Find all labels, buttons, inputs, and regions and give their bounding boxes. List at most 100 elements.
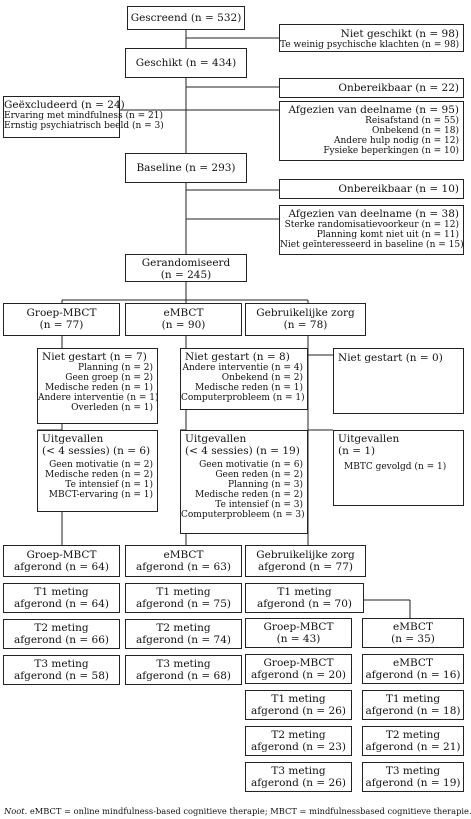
notstarted-mbct-reason-3: Medische reden (n = 1) — [44, 383, 153, 393]
box-arm-usual: Gebruikelijke zorg (n = 78) — [245, 303, 366, 336]
notstarted-embct-reason-3: Medische reden (n = 1) — [194, 383, 303, 393]
box-not-suitable: Niet geschikt (n = 98) Te weinig psychis… — [279, 24, 464, 52]
dropout-embct-reason-5: Te intensief (n = 3) — [215, 500, 303, 510]
box-notstarted-usual: Niet gestart (n = 0) — [333, 348, 464, 414]
t3-embct-count: afgerond (n = 68) — [135, 670, 232, 682]
notstarted-mbct-reason-2: Geen groep (n = 2) — [65, 373, 153, 383]
box-unreachable-2: Onbereikbaar (n = 10) — [279, 179, 464, 199]
completed-mbct-title: Groep-MBCT — [26, 549, 97, 561]
box-t1-embct: T1 meting afgerond (n = 75) — [125, 583, 242, 613]
box-dropout-mbct: Uitgevallen (< 4 sessies) (n = 6) Geen m… — [37, 430, 158, 512]
box-sub-mbct-t2: T2 meting afgerond (n = 23) — [245, 726, 352, 756]
t1-embct-count: afgerond (n = 75) — [135, 598, 232, 610]
notstarted-usual-title: Niet gestart (n = 0) — [338, 352, 443, 364]
unreachable-2-label: Onbereikbaar (n = 10) — [338, 183, 459, 195]
footnote-text: eMBCT = online mindfulness-based cogniti… — [29, 806, 471, 816]
sub-mbct-done-count: afgerond (n = 20) — [250, 669, 347, 681]
unreachable-1-label: Onbereikbaar (n = 22) — [338, 82, 459, 94]
excluded-reason-2: Ernstig psychiatrisch beeld (n = 3) — [4, 121, 164, 131]
box-randomized: Gerandomiseerd (n = 245) — [125, 254, 247, 282]
dropout-usual-title: Uitgevallen — [338, 433, 400, 445]
sub-mbct-t3-count: afgerond (n = 26) — [250, 777, 347, 789]
box-t3-mbct: T3 meting afgerond (n = 58) — [3, 655, 120, 685]
dropout-embct-subtitle: (< 4 sessies) (n = 19) — [185, 445, 300, 457]
box-screened: Gescreend (n = 532) — [127, 6, 245, 30]
box-arm-mbct: Groep-MBCT (n = 77) — [3, 303, 120, 336]
box-excluded: Geëxcludeerd (n = 24) Ervaring met mindf… — [3, 96, 164, 138]
sub-mbct-t2-title: T2 meting — [271, 729, 326, 741]
sub-mbct-done-title: Groep-MBCT — [263, 657, 334, 669]
box-notstarted-embct: Niet gestart (n = 8) Andere interventie … — [180, 348, 308, 410]
declined-2-reason-3: Niet geïnteresseerd in baseline (n = 15) — [280, 240, 464, 250]
arm-embct-count: (n = 90) — [161, 319, 206, 331]
footnote-label: Noot. — [4, 806, 28, 816]
dropout-usual-reason-1: MBTC gevolgd (n = 1) — [344, 462, 447, 472]
box-declined-1: Afgezien van deelname (n = 95) Reisafsta… — [279, 101, 464, 161]
box-sub-embct-t3: T3 meting afgerond (n = 19) — [362, 762, 464, 792]
box-notstarted-mbct: Niet gestart (n = 7) Planning (n = 2) Ge… — [37, 348, 159, 424]
box-t2-mbct: T2 meting afgerond (n = 66) — [3, 619, 120, 649]
dropout-embct-reason-6: Computerprobleem (n = 3) — [181, 510, 305, 520]
t2-mbct-count: afgerond (n = 66) — [13, 634, 110, 646]
footnote: Noot. eMBCT = online mindfulness-based c… — [4, 806, 471, 816]
sub-embct-t3-count: afgerond (n = 19) — [365, 777, 461, 789]
dropout-embct-reason-2: Geen reden (n = 2) — [215, 470, 303, 480]
box-declined-2: Afgezien van deelname (n = 38) Sterke ra… — [279, 205, 464, 255]
dropout-mbct-reason-2: Medische reden (n = 2) — [44, 470, 153, 480]
declined-1-reason-2: Onbekend (n = 18) — [372, 126, 459, 136]
box-t1-usual: T1 meting afgerond (n = 70) — [245, 583, 364, 613]
excluded-reason-1: Ervaring met mindfulness (n = 21) — [4, 111, 163, 121]
sub-embct-t3-title: T3 meting — [385, 765, 441, 777]
box-dropout-usual: Uitgevallen (n = 1) MBTC gevolgd (n = 1) — [333, 430, 464, 506]
notstarted-embct-reason-4: Computerprobleem (n = 1) — [181, 393, 305, 403]
notstarted-mbct-reason-4: Andere interventie (n = 1) — [38, 393, 159, 403]
t1-mbct-count: afgerond (n = 64) — [13, 598, 110, 610]
declined-1-title: Afgezien van deelname (n = 95) — [288, 104, 459, 116]
dropout-embct-title: Uitgevallen — [185, 433, 247, 445]
box-sub-embct-t1: T1 meting afgerond (n = 18) — [362, 690, 464, 720]
sub-embct-t1-title: T1 meting — [385, 693, 441, 705]
box-sub-mbct: Groep-MBCT (n = 43) — [245, 618, 352, 648]
box-completed-usual: Gebruikelijke zorg afgerond (n = 77) — [245, 545, 366, 577]
completed-usual-title: Gebruikelijke zorg — [256, 549, 355, 561]
sub-embct-title: eMBCT — [393, 621, 433, 633]
arm-mbct-count: (n = 77) — [39, 319, 84, 331]
declined-1-reason-1: Reisafstand (n = 55) — [365, 116, 459, 126]
suitable-label: Geschikt (n = 434) — [135, 57, 237, 69]
dropout-usual-subtitle: (n = 1) — [338, 445, 376, 457]
sub-mbct-title: Groep-MBCT — [263, 621, 334, 633]
t1-usual-title: T1 meting — [277, 586, 332, 598]
t1-usual-count: afgerond (n = 70) — [256, 598, 353, 610]
notstarted-mbct-title: Niet gestart (n = 7) — [42, 351, 147, 363]
t3-mbct-title: T3 meting — [34, 658, 89, 670]
randomized-title: Gerandomiseerd — [141, 257, 231, 269]
declined-1-reason-4: Fysieke beperkingen (n = 10) — [323, 146, 459, 156]
sub-mbct-count: (n = 43) — [276, 633, 321, 645]
t1-embct-title: T1 meting — [156, 586, 211, 598]
dropout-mbct-subtitle: (< 4 sessies) (n = 6) — [42, 445, 151, 457]
dropout-embct-reason-4: Medische reden (n = 2) — [194, 490, 303, 500]
sub-mbct-t1-title: T1 meting — [271, 693, 326, 705]
box-t1-mbct: T1 meting afgerond (n = 64) — [3, 583, 120, 613]
completed-embct-title: eMBCT — [163, 549, 204, 561]
dropout-mbct-title: Uitgevallen — [42, 433, 104, 445]
sub-mbct-t2-count: afgerond (n = 23) — [250, 741, 347, 753]
box-sub-mbct-done: Groep-MBCT afgerond (n = 20) — [245, 654, 352, 684]
box-t3-embct: T3 meting afgerond (n = 68) — [125, 655, 242, 685]
arm-usual-count: (n = 78) — [283, 319, 328, 331]
declined-2-reason-2: Planning komt niet uit (n = 11) — [316, 230, 459, 240]
box-sub-mbct-t3: T3 meting afgerond (n = 26) — [245, 762, 352, 792]
not-suitable-title: Niet geschikt (n = 98) — [340, 28, 459, 40]
sub-embct-t2-title: T2 meting — [385, 729, 441, 741]
sub-embct-t1-count: afgerond (n = 18) — [365, 705, 461, 717]
t3-mbct-count: afgerond (n = 58) — [13, 670, 110, 682]
screened-label: Gescreend (n = 532) — [130, 12, 242, 24]
sub-embct-done-count: afgerond (n = 16) — [365, 669, 461, 681]
t1-mbct-title: T1 meting — [34, 586, 89, 598]
box-sub-embct-done: eMBCT afgerond (n = 16) — [362, 654, 464, 684]
randomized-count: (n = 245) — [160, 269, 212, 281]
declined-1-reason-3: Andere hulp nodig (n = 12) — [334, 136, 459, 146]
notstarted-embct-reason-2: Onbekend (n = 2) — [221, 373, 303, 383]
box-t2-embct: T2 meting afgerond (n = 74) — [125, 619, 242, 649]
notstarted-mbct-reason-1: Planning (n = 2) — [78, 363, 153, 373]
